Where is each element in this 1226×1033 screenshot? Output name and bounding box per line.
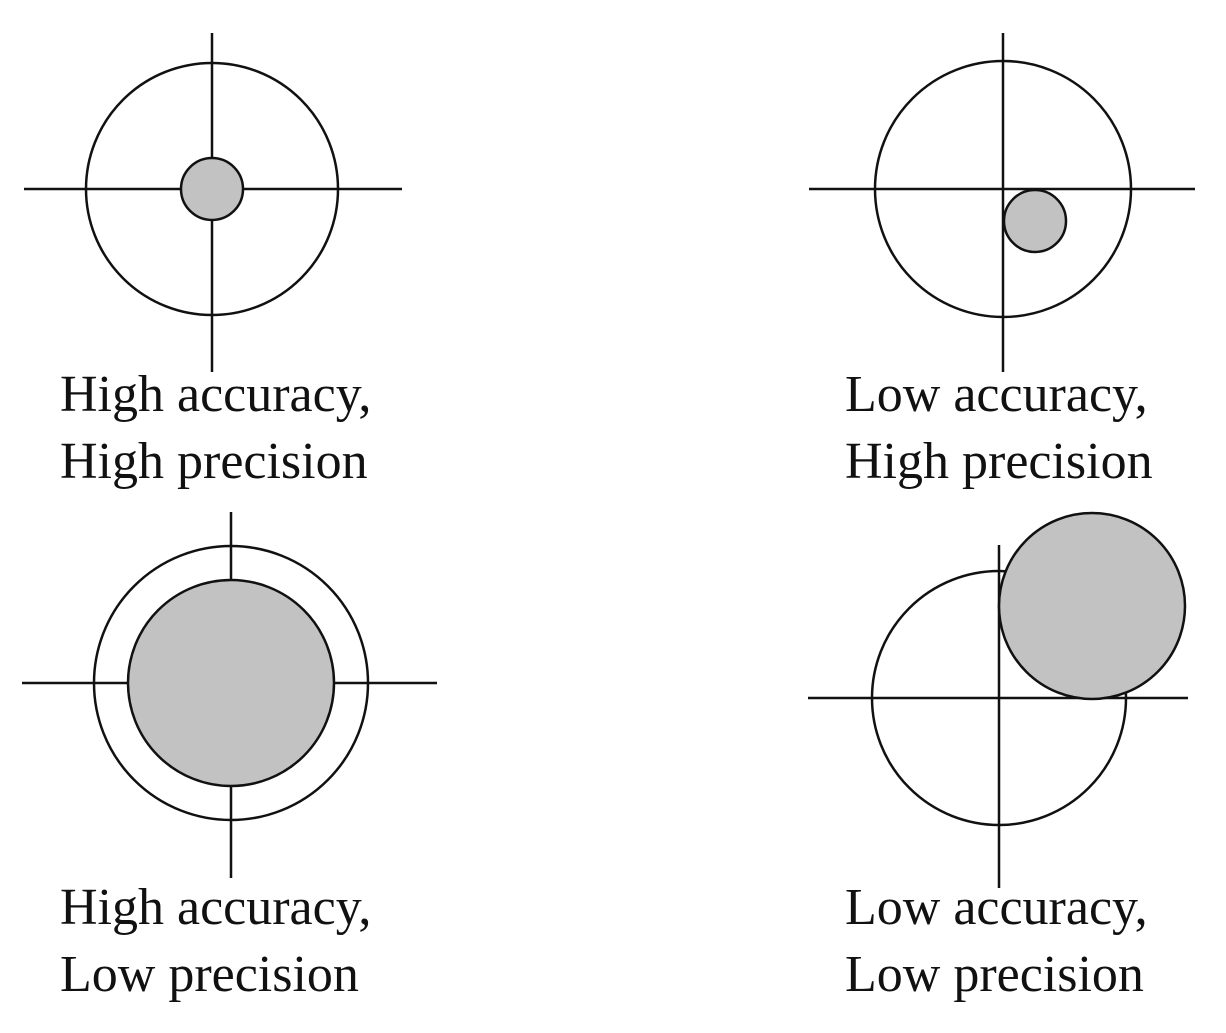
target-ring: [92, 544, 370, 822]
caption-line-2: High precision: [845, 433, 1153, 490]
caption-line-1: High accuracy,: [60, 879, 371, 936]
caption-line-2: Low precision: [60, 946, 359, 1003]
caption-line-2: High precision: [60, 433, 368, 490]
spread-disc: [179, 156, 245, 222]
caption-line-2: Low precision: [845, 946, 1144, 1003]
panel-high-accuracy-high-precision: High accuracy, High precision: [24, 33, 402, 490]
panel-high-accuracy-low-precision: High accuracy, Low precision: [22, 512, 437, 1003]
spread-disc: [1002, 188, 1068, 254]
spread-disc: [997, 511, 1187, 701]
caption-line-1: High accuracy,: [60, 366, 371, 423]
caption-line-1: Low accuracy,: [845, 879, 1148, 936]
panel-low-accuracy-high-precision: Low accuracy, High precision: [809, 33, 1195, 490]
panel-low-accuracy-low-precision: Low accuracy, Low precision: [808, 511, 1188, 1003]
spread-disc: [126, 578, 336, 788]
caption-line-1: Low accuracy,: [845, 366, 1148, 423]
